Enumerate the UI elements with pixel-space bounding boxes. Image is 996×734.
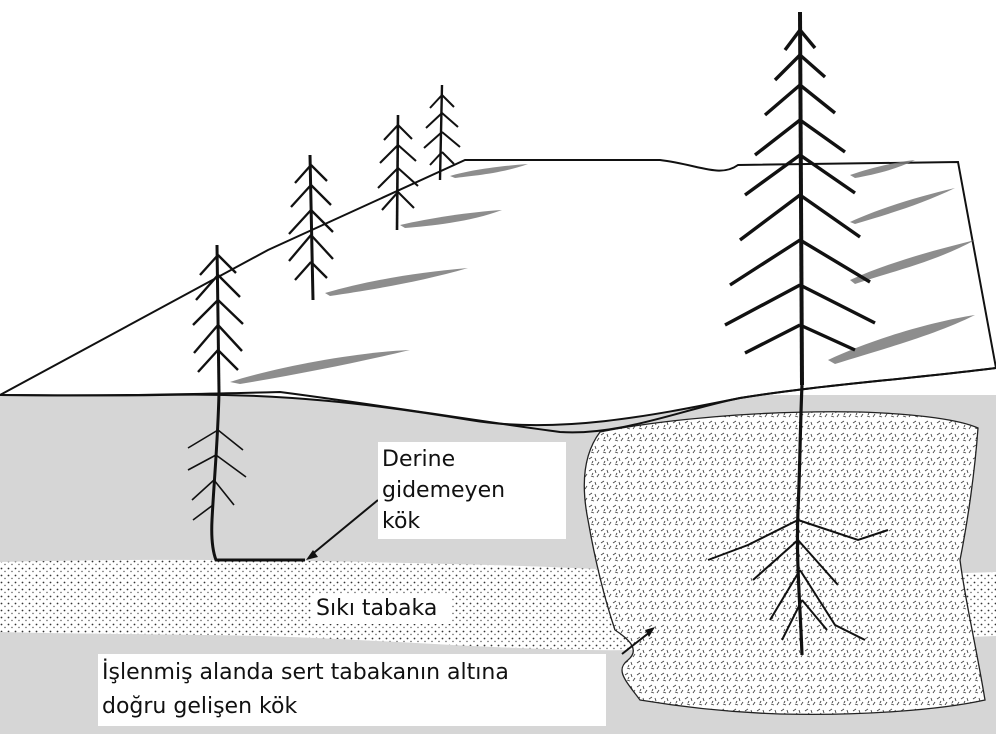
developed-root-label-line-2: doğru gelişen kök [102, 690, 602, 724]
shallow-root-label-line-2: gidemeyen [382, 475, 562, 506]
developed-root-label-line-1: İşlenmiş alanda sert tabakanın altına [102, 656, 602, 690]
developed-root-label: İşlenmiş alanda sert tabakanın altına do… [98, 654, 606, 726]
hard-layer-label: Sıkı tabaka [312, 594, 451, 624]
shallow-root-label: Derine gidemeyen kök [378, 442, 566, 539]
tilled-area [584, 412, 985, 715]
shallow-root-label-line-3: kök [382, 506, 562, 537]
shallow-root-label-line-1: Derine [382, 444, 562, 475]
ground-surface [0, 160, 996, 425]
